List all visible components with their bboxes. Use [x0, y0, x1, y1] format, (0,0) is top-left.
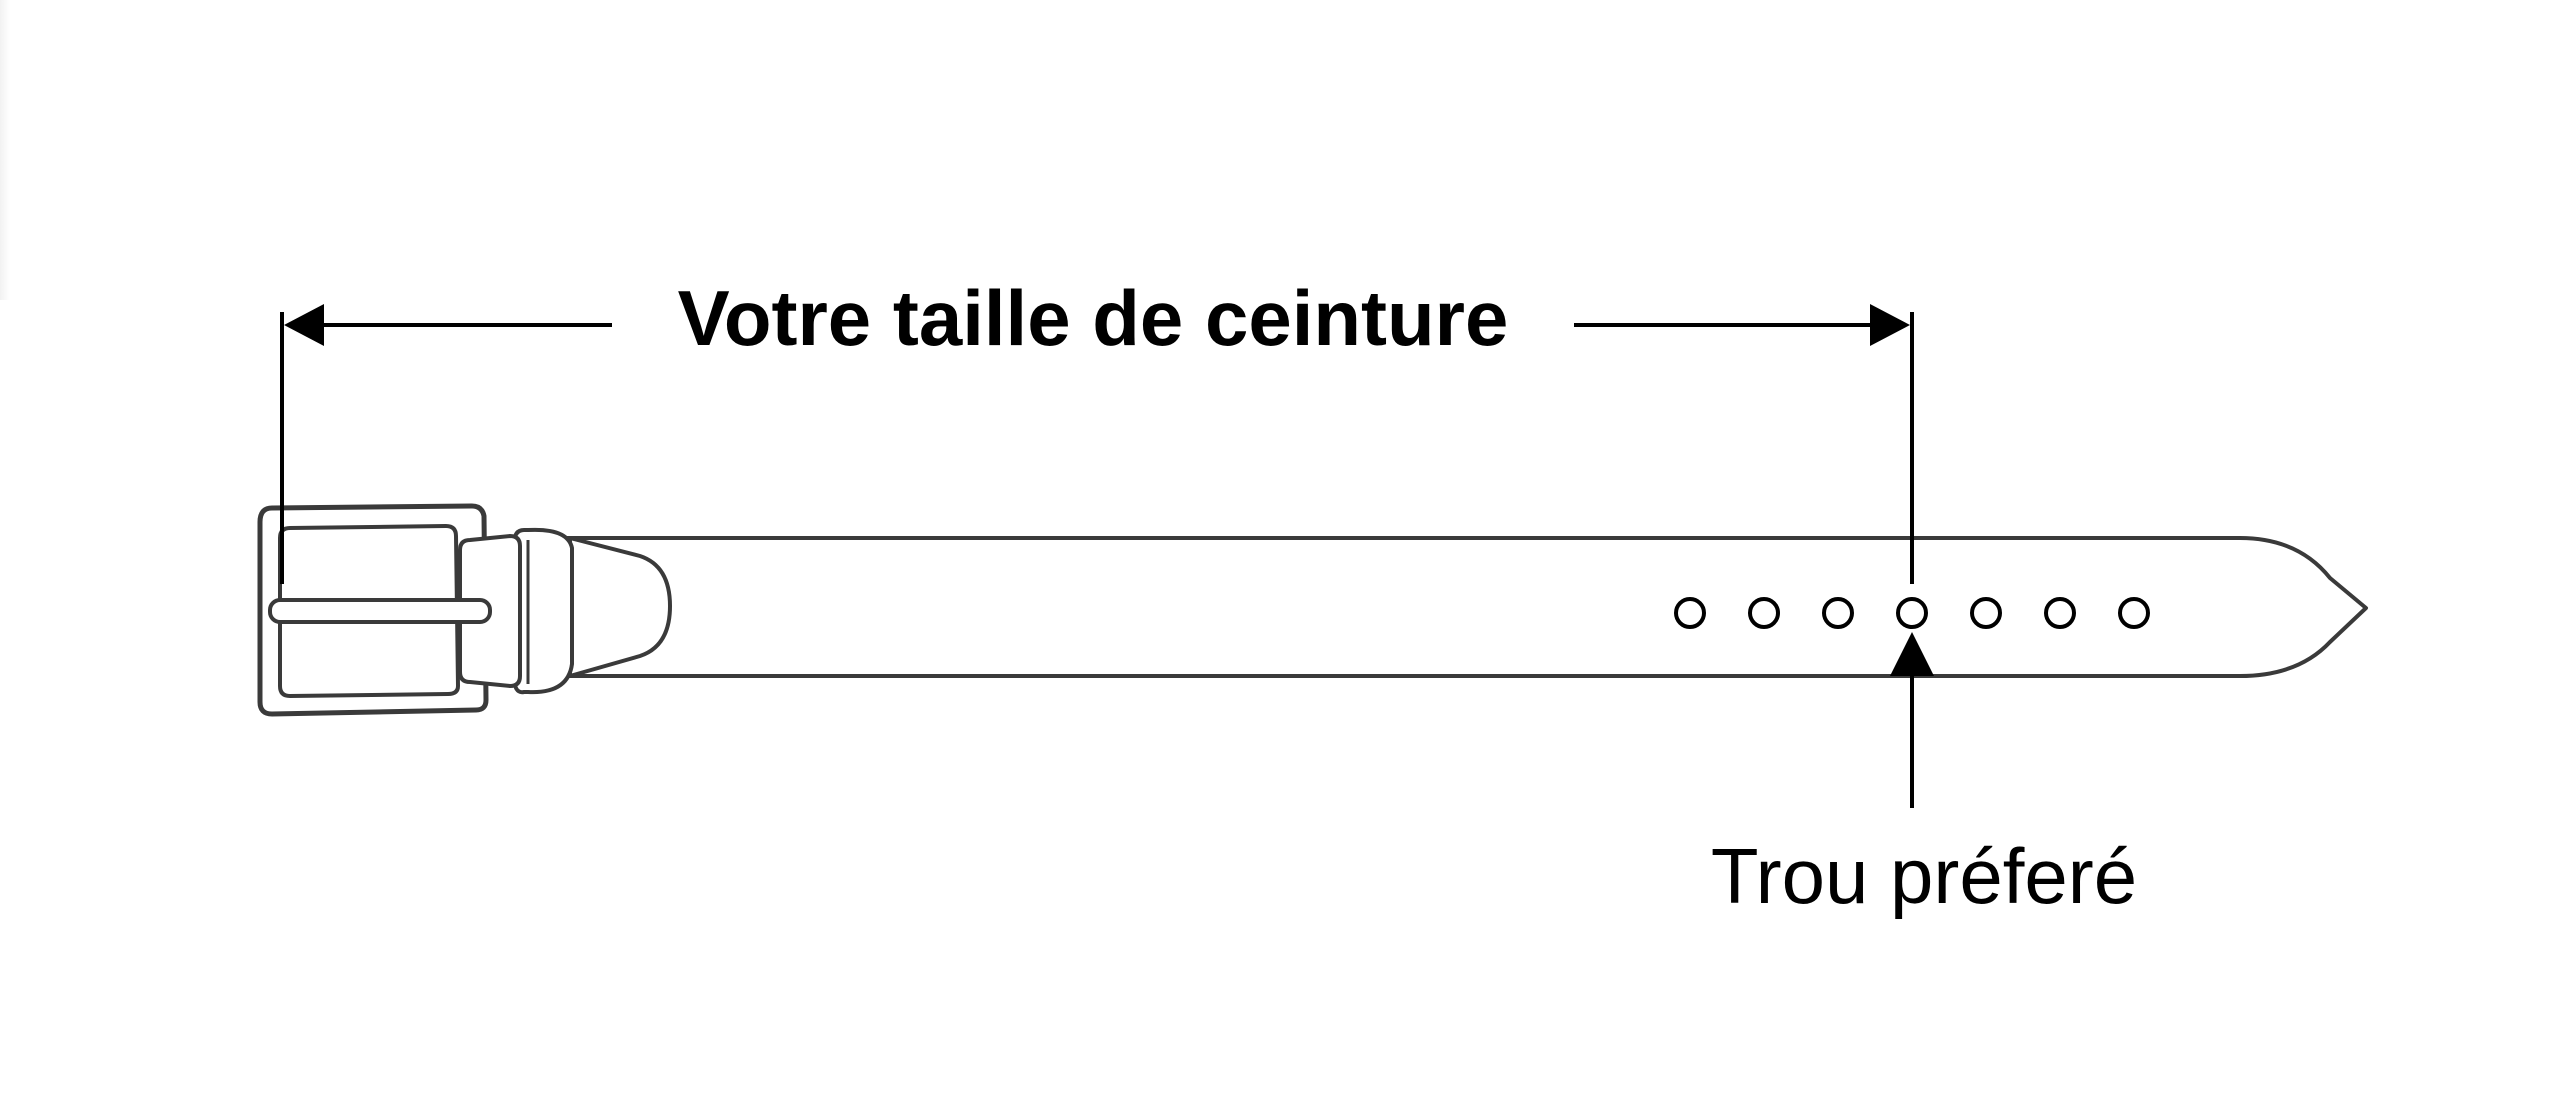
- measurement-indicator: Votre taille de ceinture: [280, 274, 1914, 584]
- arrow-left-icon: [284, 304, 324, 346]
- belt-hole: [1970, 597, 2002, 629]
- arrow-up-icon: [1890, 632, 1934, 676]
- buckle-prong-bar: [268, 598, 492, 624]
- belt-strap-outline: [560, 536, 2368, 678]
- belt-hole: [2118, 597, 2150, 629]
- arrow-right-icon: [1870, 304, 1910, 346]
- page-edge-shadow: [0, 0, 10, 300]
- belt-keeper-outline: [512, 527, 574, 695]
- belt-holes: [1674, 597, 2150, 629]
- belt-hole: [2044, 597, 2076, 629]
- preferred-hole-indicator: Trou préferé: [1711, 632, 2137, 920]
- belt-hole: [1674, 597, 1706, 629]
- belt-hole-preferred: [1896, 597, 1928, 629]
- measure-label: Votre taille de ceinture: [678, 274, 1509, 362]
- belt-buckle-icon: [257, 503, 522, 717]
- belt-tongue-outline: [568, 536, 672, 678]
- belt-tongue-end: [568, 536, 672, 678]
- belt-strap: [560, 536, 2368, 678]
- preferred-hole-label: Trou préferé: [1711, 832, 2137, 920]
- belt-hole: [1822, 597, 1854, 629]
- belt-keeper: [512, 527, 574, 695]
- belt-hole: [1748, 597, 1780, 629]
